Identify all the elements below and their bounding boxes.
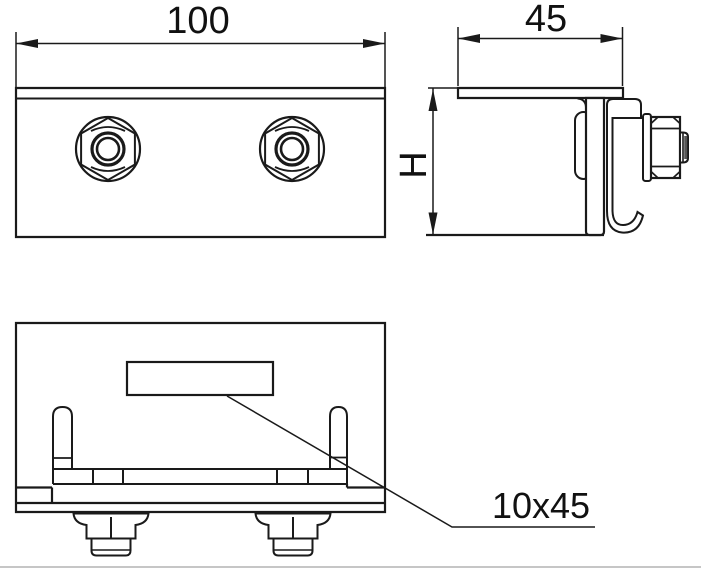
mounting-slot — [125, 360, 275, 397]
nut-bore-inner — [95, 136, 121, 162]
hex-nut-right — [258, 115, 326, 183]
hex-nut-left — [74, 115, 142, 183]
front-view: 100 — [14, 0, 387, 239]
rail-channel — [53, 468, 347, 485]
arrowhead-right — [363, 39, 385, 48]
depth-dimension-label: 45 — [525, 0, 567, 40]
bolt-head-body — [649, 115, 682, 180]
nut-bore-outer — [90, 131, 126, 167]
bolt-head — [649, 115, 682, 180]
arrowhead-left — [16, 39, 38, 48]
hex-outline — [80, 116, 136, 182]
side-top-plate — [456, 86, 625, 100]
leg-fillet — [577, 97, 587, 108]
nut-bore-inner — [279, 136, 305, 162]
arrowhead-down — [428, 212, 438, 235]
hex-chamfer-arcs — [90, 126, 126, 172]
bolt-nut-end — [90, 537, 132, 557]
bolt-head-chamfers — [650, 116, 681, 179]
height-dimension: H — [393, 87, 458, 235]
bottom-view: 10x45 — [14, 321, 595, 557]
side-view: 45 H — [393, 0, 689, 237]
rail-segment-dividers — [92, 469, 309, 484]
side-vertical-leg — [584, 96, 606, 237]
bolt-head-facet-lines — [651, 127, 680, 168]
bolt-tip — [679, 131, 689, 164]
height-dimension-label: H — [393, 151, 435, 178]
slot-size-callout: 10x45 — [226, 395, 595, 528]
depth-dimension: 45 — [457, 0, 624, 86]
width-dimension: 100 — [15, 0, 386, 88]
arrowhead-right — [600, 34, 623, 43]
leader-line — [226, 395, 595, 528]
arrowhead-up — [428, 89, 438, 111]
hook-post-right — [329, 405, 348, 484]
bottom-bolt-left — [72, 512, 150, 557]
bolt-nut-end — [272, 537, 314, 557]
slot-size-label: 10x45 — [492, 485, 590, 526]
bottom-body-outline — [14, 321, 387, 514]
front-plate-outline — [14, 86, 387, 239]
hook-post-left — [52, 405, 73, 484]
arrowhead-left — [458, 34, 480, 43]
bottom-bolt-right — [254, 512, 332, 557]
post-outline — [52, 405, 73, 484]
hex-outline — [264, 116, 320, 182]
post-outline — [329, 405, 348, 484]
bolt-washer — [642, 113, 652, 182]
clamp-hook — [606, 98, 645, 234]
bottom-step-left — [16, 486, 54, 503]
nut-bore-outer — [274, 131, 310, 167]
hex-chamfer-arcs — [274, 126, 310, 172]
width-dimension-label: 100 — [166, 0, 229, 42]
